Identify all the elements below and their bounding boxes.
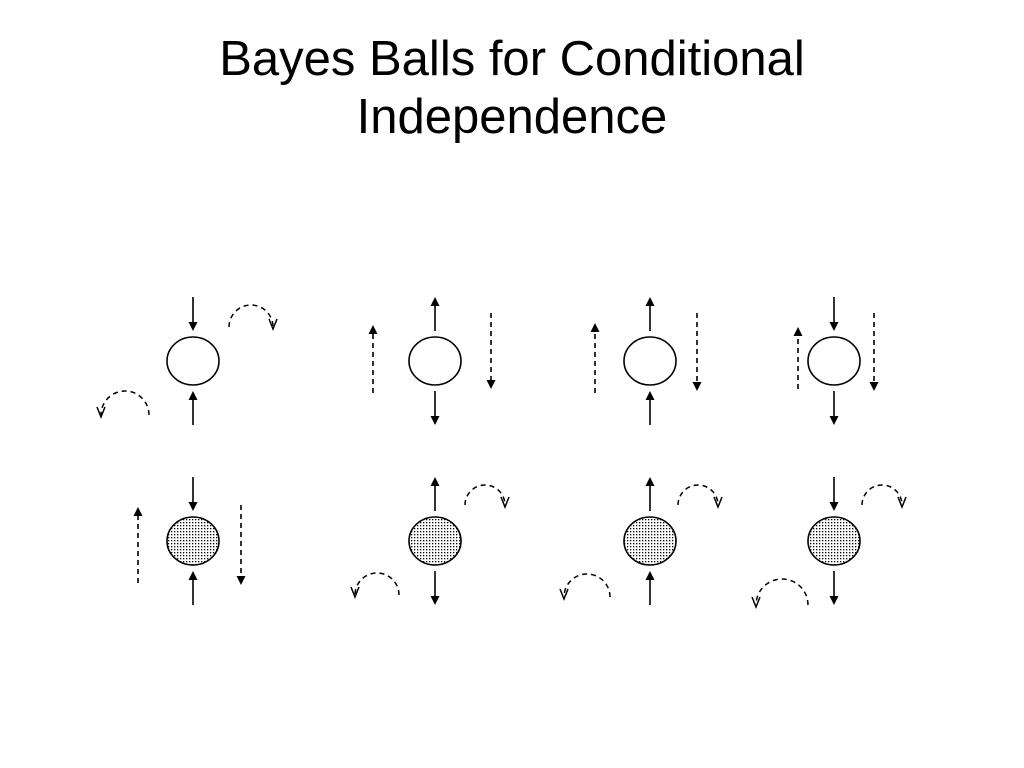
- panel-r1-c4: [793, 297, 879, 425]
- panel-r1-c2: [368, 297, 496, 425]
- pass-arrow-up-head: [590, 323, 600, 332]
- bounce-arc-bottom-head: [350, 586, 360, 600]
- panel-r2-c2: [350, 477, 510, 605]
- pass-arrow-down-head: [869, 382, 879, 391]
- outgoing-arrow-bottom-head: [829, 416, 839, 425]
- pass-arrow-up-head: [793, 327, 803, 336]
- incoming-arrow-top-head: [829, 322, 839, 331]
- observed-node: [408, 516, 462, 566]
- bounce-arc-bottom-head: [559, 588, 569, 602]
- bounce-arc-top-head: [897, 496, 907, 510]
- unobserved-node: [623, 336, 677, 386]
- pass-arrow-up-head: [133, 507, 143, 516]
- panel-r2-c3: [559, 477, 723, 605]
- bounce-arc-bottom-head: [96, 406, 106, 420]
- incoming-arrow-bottom-head: [645, 571, 655, 580]
- slide-title: Bayes Balls for Conditional Independence: [0, 30, 1024, 146]
- outgoing-arrow-top-head: [645, 297, 655, 306]
- pass-arrow-down-head: [236, 576, 246, 585]
- pass-arrow-down-head: [486, 380, 496, 389]
- panel-r2-c1: [133, 477, 246, 605]
- bounce-arc-top-path: [464, 484, 506, 506]
- bounce-arc-bottom-head: [751, 596, 761, 610]
- outgoing-arrow-top-head: [430, 477, 440, 486]
- title-line-2: Independence: [356, 90, 668, 144]
- outgoing-arrow-top-head: [430, 297, 440, 306]
- outgoing-arrow-bottom-head: [829, 596, 839, 605]
- unobserved-node: [408, 336, 462, 386]
- unobserved-node: [807, 336, 861, 386]
- bounce-arc-top-path: [228, 304, 274, 328]
- panel-r2-c4: [751, 477, 907, 610]
- observed-node: [166, 516, 220, 566]
- panel-r1-c3: [590, 297, 702, 425]
- outgoing-arrow-top-head: [645, 477, 655, 486]
- incoming-arrow-bottom-head: [188, 571, 198, 580]
- observed-node: [807, 516, 861, 566]
- outgoing-arrow-bottom-head: [430, 596, 440, 605]
- incoming-arrow-bottom-head: [188, 391, 198, 400]
- bounce-arc-top-head: [268, 318, 278, 332]
- bounce-arc-top-path: [677, 484, 719, 506]
- observed-node: [623, 516, 677, 566]
- pass-arrow-up-head: [368, 325, 378, 334]
- bounce-arc-top-head: [500, 496, 510, 510]
- bounce-arc-bottom-path: [100, 390, 150, 416]
- title-line-1: Bayes Balls for Conditional: [219, 32, 805, 86]
- bounce-arc-bottom-path: [354, 572, 400, 596]
- incoming-arrow-top-head: [188, 322, 198, 331]
- pass-arrow-down-head: [692, 382, 702, 391]
- panel-r1-c1: [96, 297, 278, 425]
- incoming-arrow-bottom-head: [645, 391, 655, 400]
- incoming-arrow-top-head: [829, 502, 839, 511]
- bounce-arc-bottom-path: [563, 573, 611, 598]
- incoming-arrow-top-head: [188, 502, 198, 511]
- bounce-arc-top-path: [861, 484, 903, 506]
- bounce-arc-top-head: [713, 496, 723, 510]
- unobserved-node: [166, 336, 220, 386]
- outgoing-arrow-bottom-head: [430, 416, 440, 425]
- bounce-arc-bottom-path: [755, 578, 809, 606]
